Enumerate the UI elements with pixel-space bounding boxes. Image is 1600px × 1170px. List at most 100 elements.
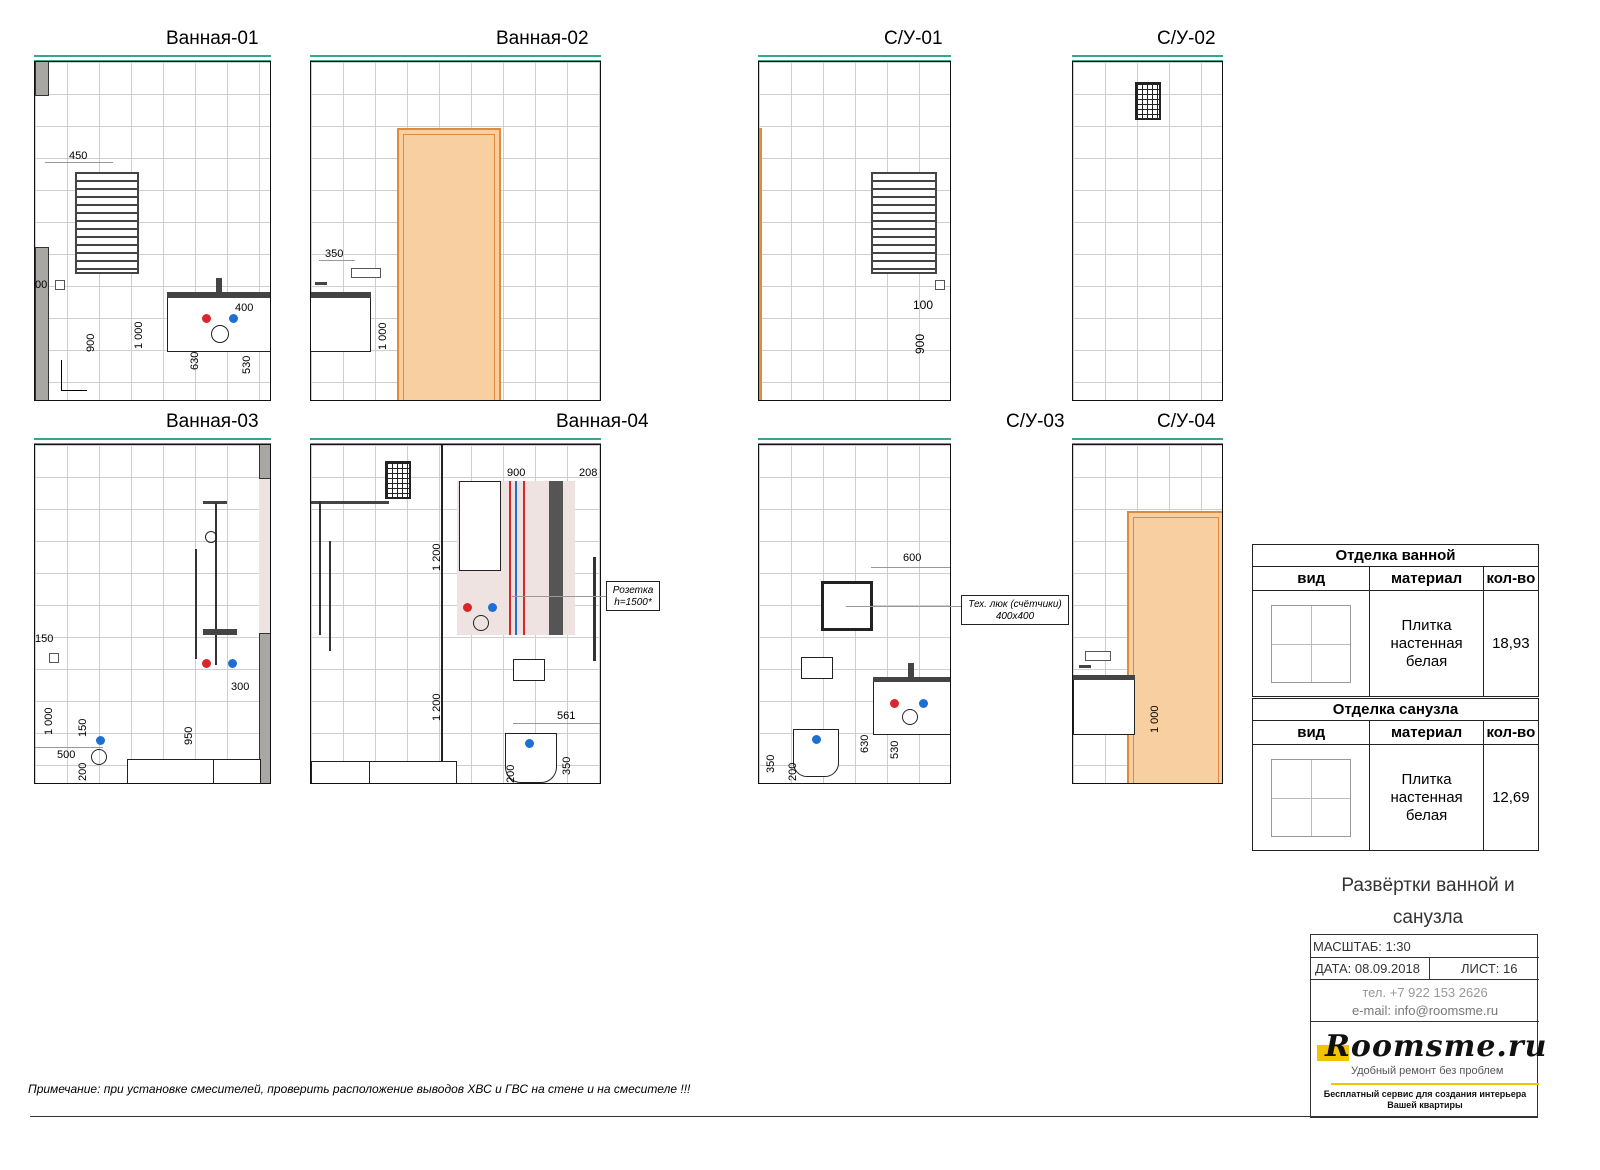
wall-corner (441, 445, 443, 783)
cold-water-outlet-icon (488, 603, 497, 612)
axis-arrow-icon (61, 360, 62, 390)
phone-field: тел. +7 922 153 2626 (1362, 985, 1488, 1000)
bathtub (311, 761, 457, 783)
shower-rail (215, 503, 217, 665)
dim-label: 1 000 (43, 707, 55, 735)
column-header: вид (1251, 720, 1371, 745)
dim-label: 200 (77, 762, 89, 781)
ceiling-line (310, 438, 601, 444)
dim-label: 630 (859, 734, 871, 753)
door (397, 128, 501, 400)
towel-rail-icon (871, 172, 937, 274)
drain-outlet-icon (91, 749, 107, 765)
bottom-rule (30, 1116, 1538, 1117)
cold-water-outlet-icon (525, 739, 534, 748)
dim-label: 600 (903, 552, 922, 564)
installation-note: Примечание: при установке смесителей, пр… (28, 1082, 691, 1096)
dim-label: 900 (913, 333, 927, 354)
dim-label: 150 (77, 718, 89, 737)
column-header: вид (1251, 566, 1371, 591)
quantity-cell: 12,69 (1482, 744, 1540, 851)
double-socket-icon (1085, 651, 1111, 661)
socket-icon (55, 280, 65, 290)
towel-rail-icon (75, 172, 139, 274)
vanity-cabinet (1073, 675, 1135, 735)
shower-head-icon (311, 501, 389, 504)
shower-rail (319, 501, 321, 635)
cold-water-outlet-icon (96, 736, 105, 745)
elevation-wc-02 (1072, 61, 1223, 401)
ceiling-line (1072, 55, 1223, 61)
dim-label: 530 (889, 740, 901, 759)
elevation-bath-01: 450 400 900 1 000 630 530 00 (34, 61, 271, 401)
faucet-icon (908, 663, 914, 677)
elevation-title-wc-04: С/У-04 (1157, 411, 1216, 432)
door (1127, 511, 1222, 783)
table-title: Отделка санузла (1252, 698, 1539, 721)
elevation-title-wc-03: С/У-03 (1006, 411, 1065, 432)
dim-label: 208 (579, 467, 598, 479)
dim-label: 630 (189, 351, 201, 370)
faucet-icon (216, 278, 222, 292)
dim-label: 150 (35, 633, 54, 645)
quantity-cell: 18,93 (1482, 590, 1540, 697)
elevation-wc-04: 1 000 (1072, 444, 1223, 784)
cold-water-outlet-icon (228, 659, 237, 668)
drain-outlet-icon (211, 325, 229, 343)
dim-label: 1 200 (431, 693, 443, 721)
drain-outlet-icon (473, 615, 489, 631)
sheet-title: Развёртки ванной и санузла (1341, 875, 1515, 928)
dim-label: 1 000 (133, 321, 145, 349)
ceiling-line (1072, 438, 1223, 444)
vanity-cabinet (311, 292, 371, 352)
vanity-cabinet (167, 292, 270, 352)
table-row: Плитка настенная белая 18,93 (1251, 590, 1540, 697)
elevation-title-wc-01: С/У-01 (884, 28, 943, 49)
elevation-title-bath-04: Ванная-04 (556, 411, 649, 432)
elevation-wc-01: 100 900 (758, 61, 951, 401)
dim-label: 400 (235, 302, 254, 314)
cold-water-outlet-icon (229, 314, 238, 323)
elevation-title-bath-02: Ванная-02 (496, 28, 589, 49)
dim-label: 900 (85, 333, 97, 352)
drain-outlet-icon (902, 709, 918, 725)
faucet-icon (1079, 665, 1091, 668)
elevation-bath-02: 350 1 000 (310, 61, 601, 401)
dim-label: 00 (35, 279, 48, 291)
elevation-title-bath-01: Ванная-01 (166, 28, 259, 49)
slogan: Удобный ремонт без проблем (1351, 1065, 1504, 1077)
ceiling-line (34, 438, 271, 444)
dim-label: 450 (69, 150, 88, 162)
vent-grille-icon (385, 461, 411, 499)
logo: Roomsme.ru (1325, 1029, 1548, 1064)
dim-label: 1 200 (431, 543, 443, 571)
socket-callout: Розетка h=1500* (606, 581, 660, 611)
ceiling-line (34, 55, 271, 61)
wall-section (259, 633, 270, 783)
mixer-icon (203, 629, 237, 635)
dim-label: 350 (561, 756, 573, 775)
flush-button-icon (801, 657, 833, 679)
wall-section (259, 445, 270, 479)
wall-section (35, 62, 49, 96)
ceiling-line (310, 55, 601, 61)
dim-label: 561 (557, 710, 576, 722)
finish-table-wc: Отделка санузла вид материал кол-во Плит… (1251, 698, 1540, 851)
cold-water-outlet-icon (812, 735, 821, 744)
dim-label: 1 000 (1149, 705, 1161, 733)
hot-water-outlet-icon (463, 603, 472, 612)
dim-label: 200 (787, 762, 799, 781)
water-heater (459, 481, 501, 571)
dim-label: 900 (507, 467, 526, 479)
tile-preview (1271, 758, 1352, 837)
title-block: МАСШТАБ: 1:30 ДАТА: 08.09.2018 ЛИСТ: 16 … (1310, 934, 1546, 1118)
ceiling-line (758, 438, 951, 444)
dim-label: 530 (241, 355, 253, 374)
elevation-title-bath-03: Ванная-03 (166, 411, 259, 432)
ceiling-line (758, 55, 951, 61)
hot-water-outlet-icon (890, 699, 899, 708)
hot-water-outlet-icon (202, 314, 211, 323)
column-header: кол-во (1482, 720, 1540, 745)
email-field: e-mail: info@roomsme.ru (1351, 1003, 1499, 1018)
bathtub (127, 759, 261, 783)
